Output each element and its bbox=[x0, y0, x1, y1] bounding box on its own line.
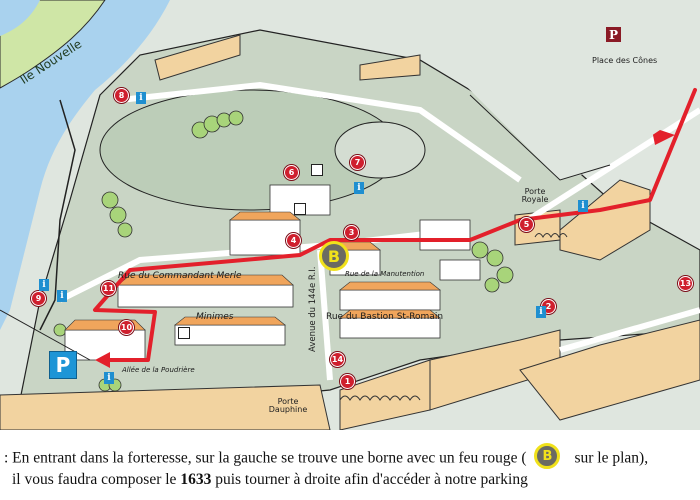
caption-line-2-prefix: il vous faudra composer le bbox=[12, 471, 181, 488]
marker-13[interactable]: 13 bbox=[678, 276, 693, 291]
caption-line-1-suffix: sur le plan), bbox=[574, 449, 649, 467]
marker-8[interactable]: 8 bbox=[114, 88, 129, 103]
map-illustration bbox=[0, 0, 700, 430]
rue-bastion-label: Rue du Bastion St-Romain bbox=[326, 312, 444, 322]
info-icon[interactable]: i bbox=[578, 200, 588, 212]
caption-line-2-suffix: puis tourner à droite afin d'accéder à n… bbox=[211, 471, 528, 488]
rue-commandant-merle-label: Rue du Commandant Merle bbox=[118, 271, 242, 281]
toilets-icon bbox=[178, 327, 190, 339]
caption-line-1: : En entrant dans la forteresse, sur la … bbox=[4, 443, 649, 472]
info-icon[interactable]: i bbox=[57, 290, 67, 302]
marker-6[interactable]: 6 bbox=[284, 165, 299, 180]
allee-poudriere-label: Allée de la Poudrière bbox=[122, 366, 195, 374]
marker-7[interactable]: 7 bbox=[350, 155, 365, 170]
marker-10[interactable]: 10 bbox=[119, 320, 134, 335]
avenue-144-label: Avenue du 144e R.I. bbox=[308, 266, 318, 352]
porte-royale-label: Porte Royale bbox=[521, 187, 549, 204]
info-icon[interactable]: i bbox=[536, 306, 546, 318]
parking-place-des-cones-icon[interactable]: P bbox=[606, 27, 621, 42]
caption-line-2: il vous faudra composer le 1633 puis tou… bbox=[12, 471, 528, 489]
marker-9[interactable]: 9 bbox=[31, 291, 46, 306]
info-icon[interactable]: i bbox=[354, 182, 364, 194]
caption: : En entrant dans la forteresse, sur la … bbox=[0, 440, 700, 500]
marker-11[interactable]: 11 bbox=[101, 281, 116, 296]
place-des-cones-label: Place des Cônes bbox=[592, 56, 658, 65]
access-code: 1633 bbox=[180, 471, 212, 488]
info-icon[interactable]: i bbox=[136, 92, 146, 104]
marker-14[interactable]: 14 bbox=[330, 352, 345, 367]
rue-minimes-label: Minimes bbox=[196, 312, 234, 322]
marker-1[interactable]: 1 bbox=[340, 374, 355, 389]
barrier-b-badge[interactable]: B bbox=[319, 241, 349, 271]
marker-4[interactable]: 4 bbox=[286, 233, 301, 248]
toilets-icon bbox=[311, 164, 323, 176]
parking-icon[interactable]: P bbox=[49, 351, 77, 379]
caption-line-1-prefix: : En entrant dans la forteresse, sur la … bbox=[4, 449, 527, 467]
marker-5[interactable]: 5 bbox=[519, 217, 534, 232]
marker-3[interactable]: 3 bbox=[344, 225, 359, 240]
porte-dauphine-label: Porte Dauphine bbox=[268, 397, 308, 414]
info-icon[interactable]: i bbox=[39, 279, 49, 291]
campsite-icon bbox=[294, 203, 306, 215]
caption-b-badge: B bbox=[534, 443, 561, 469]
info-icon[interactable]: i bbox=[104, 372, 114, 384]
rue-manutention-label: Rue de la Manutention bbox=[345, 270, 425, 278]
fortress-map: Ile Nouvelle Place des Cônes Porte Royal… bbox=[0, 0, 700, 430]
